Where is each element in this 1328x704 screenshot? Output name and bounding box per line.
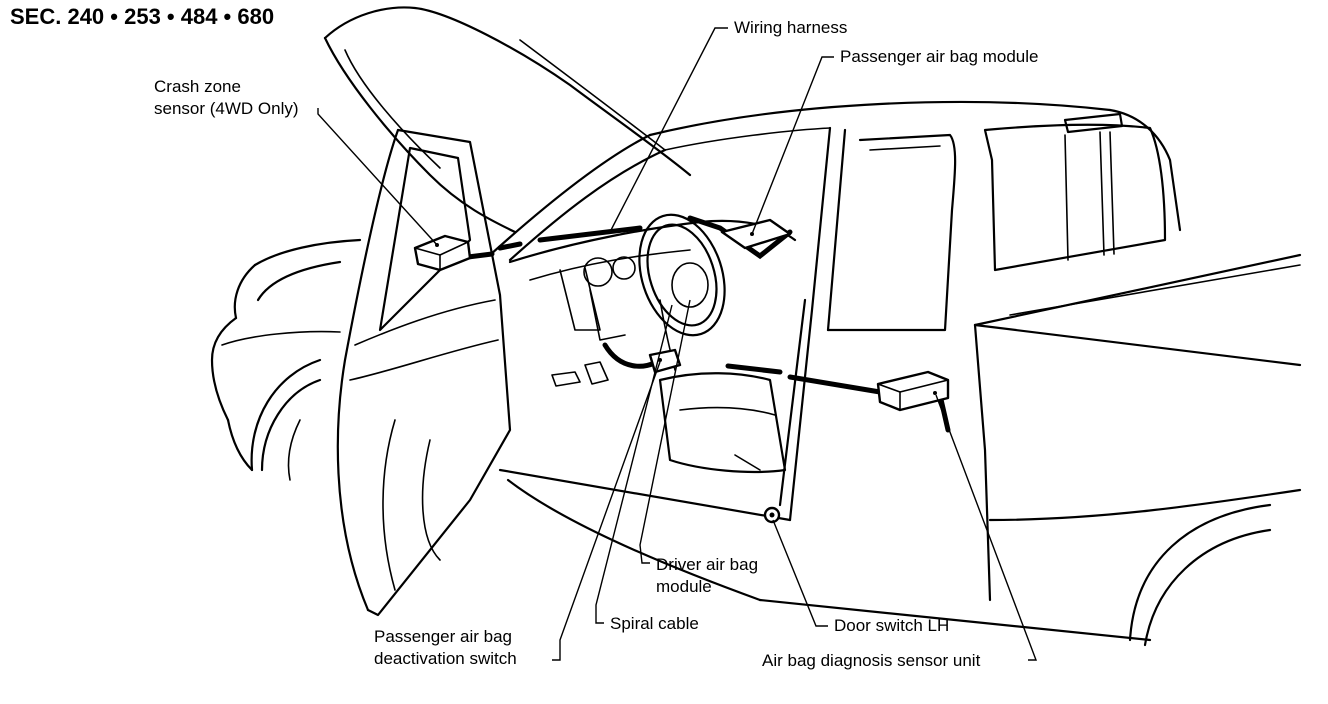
- label-wiring-harness: Wiring harness: [734, 17, 847, 39]
- open-door: [336, 128, 512, 617]
- diagnosis-sensor-unit-box: [876, 370, 950, 412]
- door-switch-part: [763, 506, 781, 524]
- label-passenger-air-bag-module: Passenger air bag module: [840, 46, 1038, 68]
- section-code: SEC. 240 • 253 • 484 • 680: [10, 4, 275, 29]
- label-crash-zone-sensor-line-1: Crash zone: [154, 77, 241, 96]
- label-spiral-cable: Spiral cable: [610, 613, 699, 635]
- crash-zone-sensor-box: [413, 234, 472, 272]
- harness-lines: [457, 215, 951, 433]
- label-driver-air-bag-module-line-2: module: [656, 577, 712, 596]
- label-door-switch-lh-line-1: Door switch LH: [834, 616, 950, 635]
- label-passenger-air-bag-module-line-1: Passenger air bag module: [840, 47, 1039, 66]
- label-air-bag-diagnosis-sensor-unit: Air bag diagnosis sensor unit: [762, 650, 980, 672]
- label-wiring-harness-line-1: Wiring harness: [734, 18, 848, 37]
- label-spiral-cable-line-1: Spiral cable: [610, 614, 699, 633]
- label-door-switch-lh: Door switch LH: [834, 615, 949, 637]
- deactivation-switch-box: [648, 348, 682, 374]
- label-crash-zone-sensor: Crash zone sensor (4WD Only): [154, 76, 299, 120]
- label-crash-zone-sensor-line-2: sensor (4WD Only): [154, 99, 299, 118]
- label-deactivation-switch-line-1: Passenger air bag: [374, 627, 512, 646]
- leader-lines: [317, 27, 1038, 661]
- label-deactivation-switch-line-2: deactivation switch: [374, 649, 517, 668]
- raised-hood: [323, 6, 692, 234]
- truck-bed: [973, 253, 1302, 647]
- label-driver-air-bag-module-line-1: Driver air bag: [656, 555, 759, 574]
- front-body: [210, 238, 362, 481]
- cab: [488, 100, 1182, 642]
- label-diagnosis-sensor-unit-line-1: Air bag diagnosis sensor unit: [762, 651, 981, 670]
- label-passenger-air-bag-deactivation-switch: Passenger air bag deactivation switch: [374, 626, 517, 670]
- label-driver-air-bag-module: Driver air bag module: [656, 554, 758, 598]
